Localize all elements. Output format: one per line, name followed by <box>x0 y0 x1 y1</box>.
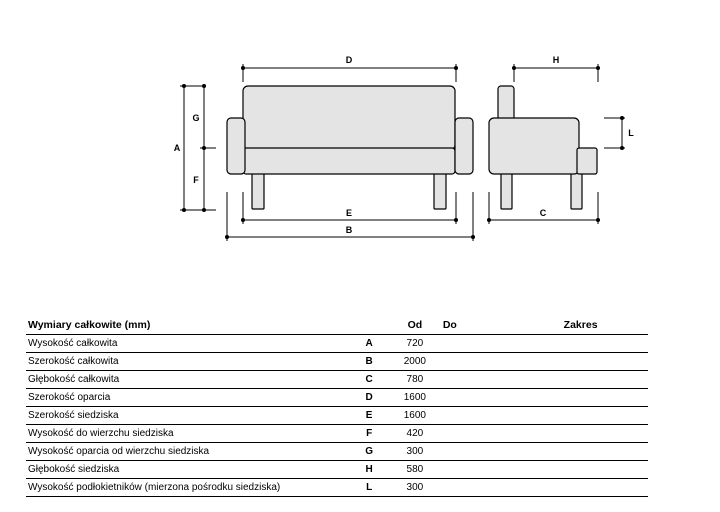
front-seat <box>242 147 456 175</box>
sofa-dimension-diagram: D H L A G F E B C <box>174 55 635 241</box>
row-zakres <box>541 352 648 371</box>
front-left-leg <box>251 171 265 210</box>
side-body <box>488 117 580 175</box>
row-name: Szerokość całkowita <box>26 352 350 371</box>
row-zakres <box>541 442 648 461</box>
header-zakres: Zakres <box>541 316 648 335</box>
row-name: Szerokość oparcia <box>26 388 350 407</box>
row-zakres <box>541 370 648 389</box>
row-code: D <box>349 388 389 407</box>
row-name: Wysokość podłokietników (mierzona pośrod… <box>26 478 350 497</box>
row-od: 2000 <box>388 352 441 371</box>
row-name: Głębokość całkowita <box>26 370 350 389</box>
row-zakres <box>541 406 648 425</box>
table-row: Głębokość całkowita C 780 <box>26 370 648 389</box>
table-row: Szerokość siedziska E 1600 <box>26 406 648 425</box>
row-do <box>440 406 542 425</box>
row-name: Wysokość całkowita <box>26 334 350 353</box>
header-do: Do <box>440 316 542 335</box>
table-header-row: Wymiary całkowite (mm) Od Do Zakres <box>26 316 648 335</box>
label-a: A <box>174 143 181 153</box>
row-do <box>440 370 542 389</box>
side-seat-cushion <box>576 147 598 175</box>
label-c: C <box>540 208 547 218</box>
side-backrest <box>497 85 515 121</box>
side-view <box>488 85 598 210</box>
row-do <box>440 334 542 353</box>
row-code: L <box>349 478 389 497</box>
row-code: G <box>349 442 389 461</box>
label-d: D <box>346 55 353 65</box>
row-name: Szerokość siedziska <box>26 406 350 425</box>
front-right-armrest <box>454 117 474 175</box>
row-zakres <box>541 424 648 443</box>
row-od: 580 <box>388 460 441 479</box>
row-code: F <box>349 424 389 443</box>
label-e: E <box>346 208 352 218</box>
dimension-lines <box>180 64 625 241</box>
table-row: Wysokość całkowita A 720 <box>26 334 648 353</box>
side-front-leg <box>570 171 583 210</box>
row-zakres <box>541 334 648 353</box>
header-dimension-name: Wymiary całkowite (mm) <box>26 316 350 335</box>
front-left-armrest <box>226 117 246 175</box>
row-do <box>440 352 542 371</box>
side-rear-leg <box>500 171 513 210</box>
table-row: Głębokość siedziska H 580 <box>26 460 648 479</box>
row-od: 780 <box>388 370 441 389</box>
row-name: Głębokość siedziska <box>26 460 350 479</box>
row-zakres <box>541 388 648 407</box>
table-row: Szerokość całkowita B 2000 <box>26 352 648 371</box>
row-zakres <box>541 478 648 497</box>
label-l: L <box>628 128 634 138</box>
table-row: Wysokość podłokietników (mierzona pośrod… <box>26 478 648 497</box>
label-f: F <box>193 175 199 185</box>
header-od: Od <box>388 316 441 335</box>
front-right-leg <box>433 171 447 210</box>
row-name: Wysokość do wierzchu siedziska <box>26 424 350 443</box>
row-name: Wysokość oparcia od wierzchu siedziska <box>26 442 350 461</box>
header-code <box>349 316 389 335</box>
row-do <box>440 442 542 461</box>
row-do <box>440 424 542 443</box>
row-code: H <box>349 460 389 479</box>
label-h: H <box>553 55 560 65</box>
row-code: E <box>349 406 389 425</box>
row-zakres <box>541 460 648 479</box>
row-od: 1600 <box>388 406 441 425</box>
row-do <box>440 460 542 479</box>
label-g: G <box>192 113 199 123</box>
row-do <box>440 388 542 407</box>
table-row: Wysokość oparcia od wierzchu siedziska G… <box>26 442 648 461</box>
row-od: 300 <box>388 442 441 461</box>
dimension-labels: D H L A G F E B C <box>174 55 635 235</box>
row-od: 300 <box>388 478 441 497</box>
table-row: Wysokość do wierzchu siedziska F 420 <box>26 424 648 443</box>
row-od: 1600 <box>388 388 441 407</box>
dimensions-table: Wymiary całkowite (mm) Od Do Zakres Wyso… <box>26 316 648 497</box>
row-code: B <box>349 352 389 371</box>
table-row: Szerokość oparcia D 1600 <box>26 388 648 407</box>
row-od: 420 <box>388 424 441 443</box>
row-do <box>440 478 542 497</box>
row-code: A <box>349 334 389 353</box>
front-view <box>226 85 474 210</box>
row-code: C <box>349 370 389 389</box>
label-b: B <box>346 225 353 235</box>
front-backrest <box>242 85 456 151</box>
row-od: 720 <box>388 334 441 353</box>
